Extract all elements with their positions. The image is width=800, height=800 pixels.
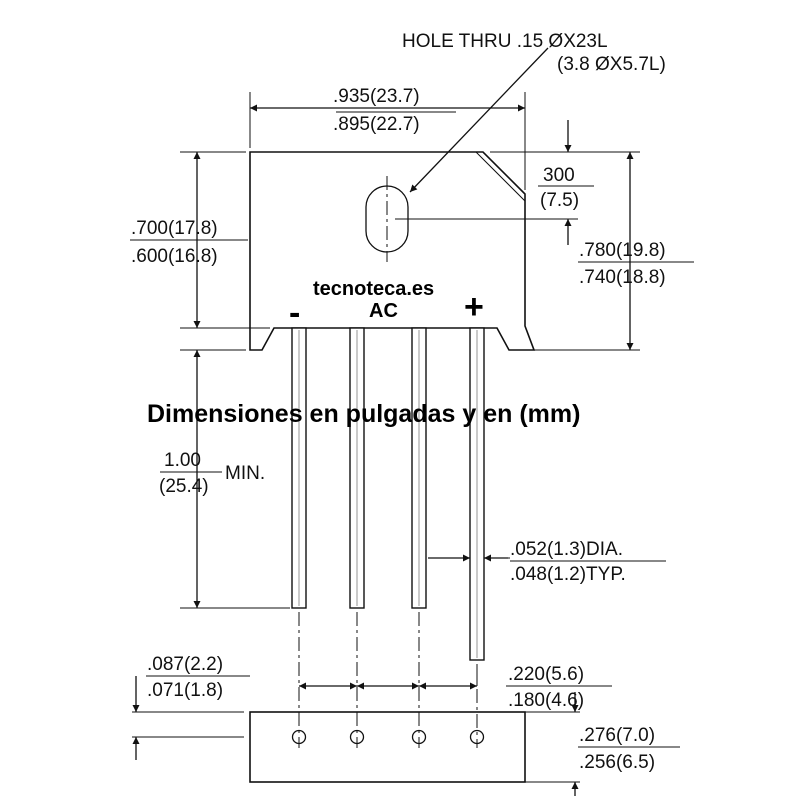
bottom-offset-min-label: .071(1.8) <box>147 680 223 701</box>
hole-spec-line1: HOLE THRU .15 ØX23L <box>402 31 608 52</box>
lead-3 <box>411 327 427 609</box>
thickness-min-label: .256(6.5) <box>579 752 655 773</box>
right-height-max-label: .780(19.8) <box>579 240 666 261</box>
lead-length-suffix: MIN. <box>225 463 265 484</box>
plus-terminal-label: + <box>464 288 484 326</box>
left-height-min-label: .600(16.8) <box>131 246 218 267</box>
site-watermark: tecnoteca.es <box>313 278 434 300</box>
chamfer-bottom-label: (7.5) <box>540 190 579 211</box>
lead-4 <box>469 327 485 661</box>
width-min-label: .895(22.7) <box>333 114 420 135</box>
pitch-min-label: .180(4.6) <box>508 690 584 711</box>
thickness-max-label: .276(7.0) <box>579 725 655 746</box>
package-bottom-view <box>249 711 526 783</box>
right-height-min-label: .740(18.8) <box>579 267 666 288</box>
width-max-label: .935(23.7) <box>333 86 420 107</box>
leads <box>291 327 485 661</box>
lead-length-bottom-label: (25.4) <box>159 476 209 497</box>
ac-label: AC <box>369 300 398 322</box>
units-caption: Dimensiones en pulgadas y en (mm) <box>147 400 580 428</box>
lead-2 <box>349 327 365 609</box>
hole-spec-line2: (3.8 ØX5.7L) <box>557 54 666 75</box>
left-height-max-label: .700(17.8) <box>131 218 218 239</box>
chamfer-edge <box>475 151 526 202</box>
pitch-max-label: .220(5.6) <box>508 664 584 685</box>
hole-leader-line <box>409 47 549 193</box>
lead-length-top-label: 1.00 <box>164 450 201 471</box>
chamfer-top-label: 300 <box>543 165 575 186</box>
lead-dia-max-label: .052(1.3)DIA. <box>510 539 623 560</box>
lead-dia-min-label: .048(1.2)TYP. <box>510 564 626 585</box>
lead-1 <box>291 327 307 609</box>
minus-terminal-label: - <box>289 294 300 332</box>
bottom-offset-max-label: .087(2.2) <box>147 654 223 675</box>
